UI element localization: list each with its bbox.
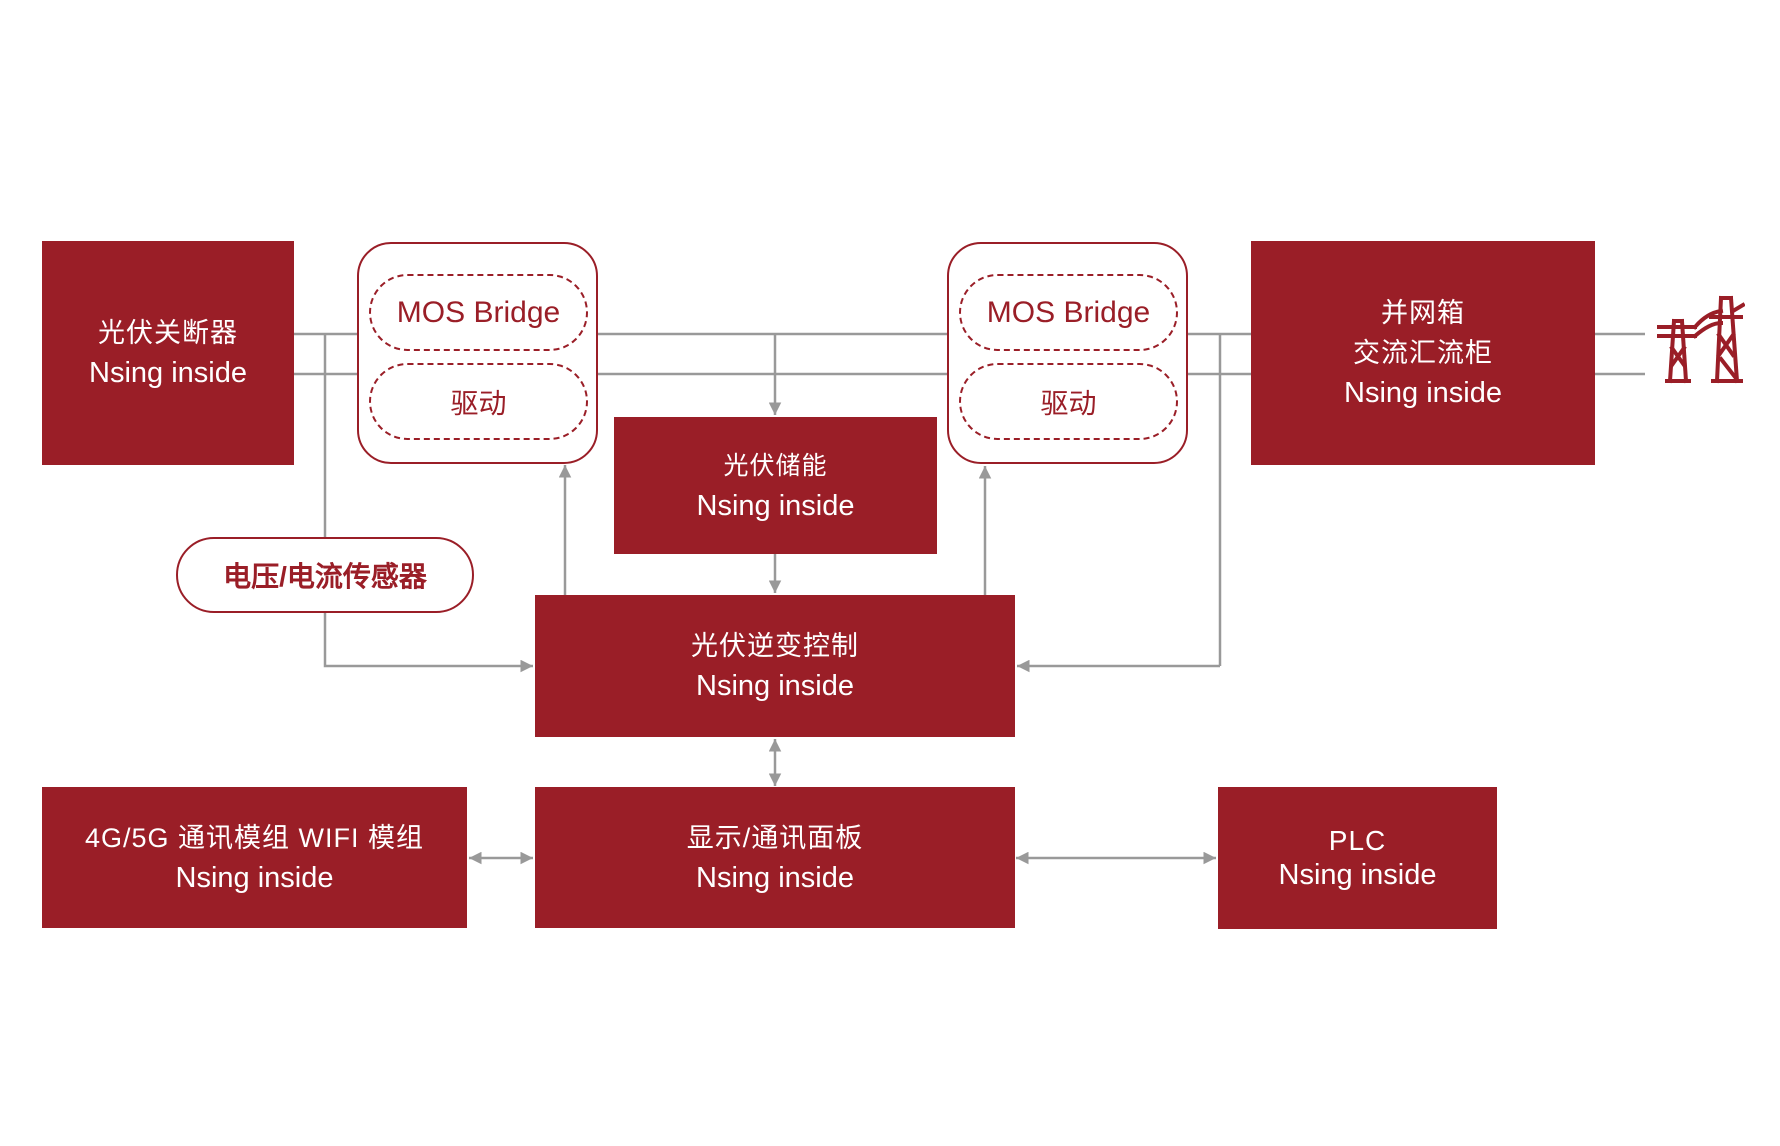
pv-shutdown-box[interactable]: 光伏关断器 Nsing inside xyxy=(42,241,294,465)
inverter-control-box[interactable]: 光伏逆变控制 Nsing inside xyxy=(535,595,1015,737)
inverter-control-subtitle: Nsing inside xyxy=(696,670,854,702)
mos-bridge-left-label: MOS Bridge xyxy=(369,274,588,351)
inverter-control-title: 光伏逆变控制 xyxy=(691,631,859,661)
comm-module-subtitle: Nsing inside xyxy=(175,861,334,894)
comm-module-box[interactable]: 4G/5G 通讯模组 WIFI 模组 Nsing inside xyxy=(42,787,467,928)
sensor-to-inverter-arrow xyxy=(323,613,533,673)
pv-storage-box[interactable]: 光伏储能 Nsing inside xyxy=(614,417,937,554)
display-panel-title: 显示/通讯面板 xyxy=(686,822,864,853)
grid-box-subtitle: Nsing inside xyxy=(1344,377,1502,409)
plc-subtitle: Nsing inside xyxy=(1278,859,1437,891)
mos-bridge-right-group[interactable]: MOS Bridge 驱动 xyxy=(947,242,1188,464)
grid-box-title-line1: 并网箱 xyxy=(1381,298,1465,328)
pv-storage-title: 光伏储能 xyxy=(723,451,828,480)
mos-bridge-left-group[interactable]: MOS Bridge 驱动 xyxy=(357,242,598,464)
comm-module-title: 4G/5G 通讯模组 WIFI 模组 xyxy=(84,822,425,853)
driver-left-label: 驱动 xyxy=(369,363,588,440)
pv-shutdown-title: 光伏关断器 xyxy=(98,318,238,348)
pv-shutdown-subtitle: Nsing inside xyxy=(89,357,247,389)
power-tower-icon xyxy=(1657,295,1745,384)
display-panel-subtitle: Nsing inside xyxy=(696,861,854,894)
plc-title: PLC xyxy=(1328,825,1387,856)
grid-box[interactable]: 并网箱 交流汇流柜 Nsing inside xyxy=(1251,241,1595,465)
grid-box-title-line2: 交流汇流柜 xyxy=(1353,338,1493,368)
pv-storage-subtitle: Nsing inside xyxy=(696,489,855,522)
display-panel-box[interactable]: 显示/通讯面板 Nsing inside xyxy=(535,787,1015,928)
voltage-current-sensor[interactable]: 电压/电流传感器 xyxy=(176,537,474,613)
driver-right-label: 驱动 xyxy=(959,363,1178,440)
plc-box[interactable]: PLC Nsing inside xyxy=(1218,787,1497,929)
mos-bridge-right-label: MOS Bridge xyxy=(959,274,1178,351)
